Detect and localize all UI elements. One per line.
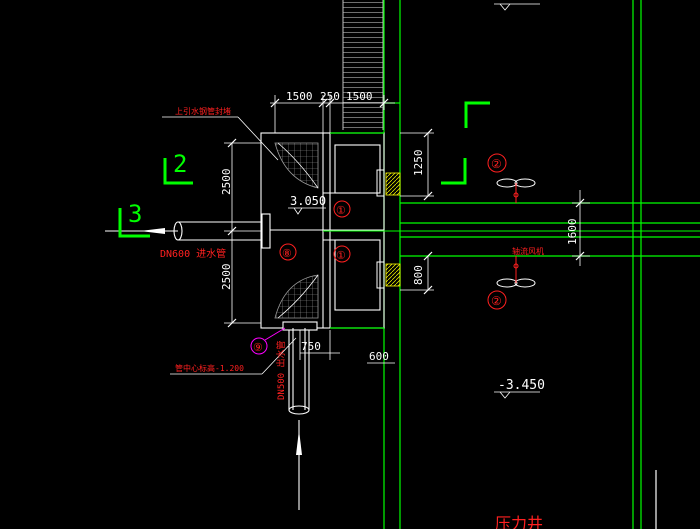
marker-fan-lower: ② [487,290,507,310]
svg-text:3: 3 [128,200,142,228]
svg-text:②: ② [491,294,502,308]
svg-text:-3.450: -3.450 [498,378,545,393]
dim-corridor: 1600 [566,219,579,246]
pipe-center-label: 管中心标高-1.200 [175,363,244,373]
dim-left-upper: 2500 [220,169,233,196]
dimension-lines [224,95,590,364]
svg-text:⑧: ⑧ [282,247,292,260]
svg-text:3.050: 3.050 [290,194,326,208]
dim-right-lower: 800 [412,265,425,285]
marker-fan-upper: ② [487,153,507,173]
dim-top-left: 1500 [286,90,313,103]
svg-text:2: 2 [173,150,187,178]
top-note-label: 上引水钢管封堵 [175,106,231,116]
inlet-pipe [105,213,700,249]
svg-text:②: ② [491,157,502,171]
svg-text:⑨: ⑨ [253,341,263,354]
bottom-title: 压力井 [495,514,543,529]
dim-left-lower: 2500 [220,264,233,291]
pipe-center-leader [170,337,297,375]
outlet-pipe [282,321,318,510]
fan-upper [496,178,536,203]
inlet-pipe-label: DN600 进水管 [160,247,226,260]
dim-top-mid: 250 [320,90,340,103]
dim-top-right: 1500 [346,90,373,103]
stairway [342,0,384,130]
dim-right-upper: 1250 [412,150,425,177]
marker-pump-lower: ① [333,245,351,263]
dim-bottom-left: 750 [301,340,321,353]
chamber-green-border [330,132,384,329]
section-mark-left-upper: 2 [163,150,193,185]
dim-bottom-right: 600 [369,350,389,363]
svg-text:①: ① [336,204,346,217]
dimension-ticks [227,98,585,328]
fan-label: 轴流风机 [512,246,544,256]
section-mark-right-lower [441,158,467,185]
marker-bottom: ⑨ [250,327,286,355]
valve-blocks [376,169,401,289]
marker-center: ⑧ [279,243,297,261]
elevation-top [494,3,540,11]
fan-lower [496,256,536,288]
svg-text:①: ① [336,249,346,262]
building-walls [383,0,700,529]
marker-pump-upper: ① [333,200,351,218]
section-mark-right-upper [464,101,490,128]
outlet-pipe-label: DN500 出水管 [275,340,287,400]
hatched-wells [274,142,319,319]
top-note-leader [162,116,279,161]
elevation-upper: 3.050 [288,194,326,215]
section-mark-left: 3 [118,200,150,238]
elevation-lower: -3.450 [494,378,545,399]
